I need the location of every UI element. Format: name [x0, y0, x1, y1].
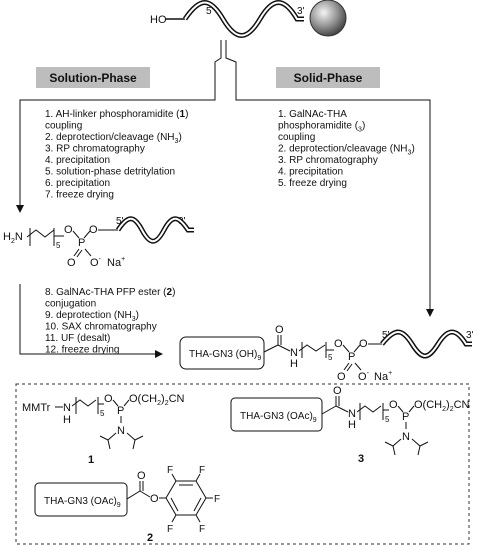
solution-step-5: 4. precipitation — [45, 155, 110, 166]
five-prime-label: 5' — [206, 6, 214, 17]
r2-tha-box — [34, 482, 128, 517]
r1-o-label: O — [104, 393, 113, 405]
pentafluorophenyl-ring — [165, 480, 207, 516]
solid-step-1: 1. GalNAc-THA — [278, 109, 347, 120]
product-na-plus: Na+ — [374, 370, 392, 383]
conjugation-step-5: 11. UF (desalt) — [45, 333, 110, 344]
o2-label: O — [89, 224, 98, 236]
three-prime-label: 3' — [297, 6, 305, 17]
o-label: O — [64, 224, 73, 236]
solid-step-3: coupling — [278, 132, 315, 143]
amino-linker-oligo: H2N 5 O P O O O- Na+ 5' 3' — [3, 216, 194, 269]
conjugation-step-1: 8. GalNAc-THA PFP ester (2) — [45, 287, 175, 298]
tha-gn3-oh-label: THA-GN3 (OH)9 — [189, 349, 261, 362]
solid-step-5: 3. RP chromatography — [278, 155, 378, 166]
solution-step-3: 2. deprotection/cleavage (NH3) — [45, 132, 182, 145]
solution-step-4: 3. RP chromatography — [45, 144, 145, 155]
reagent-2-structure: THA-GN3 (OAc)9 O O F F F F F 2 — [34, 465, 220, 544]
conjugation-step-2: conjugation — [45, 299, 96, 310]
r1-amine-n: N — [117, 425, 125, 437]
product-repeat-5: 5 — [328, 353, 333, 362]
r3-tha-box — [230, 397, 323, 432]
solution-step-8: 7. freeze drying — [45, 190, 114, 201]
o3-label: O — [67, 257, 76, 269]
reagent-2-number: 2 — [147, 532, 153, 544]
reagent-3-structure: THA-GN3 (OAc)9 O N H 5 O P O(CH2)2CN N 3 — [230, 385, 470, 465]
r2-ester-o: O — [150, 493, 159, 505]
product-o3-label: O — [337, 371, 346, 383]
r3-cyanoethyl: O(CH2)2CN — [414, 399, 470, 413]
solution-steps-list: 1. AH-linker phosphoramidite (1) couplin… — [45, 109, 188, 201]
r3-box-label: THA-GN3 (OAc)9 — [240, 411, 317, 424]
r3-n-label: N — [348, 408, 356, 420]
r1-p-label: P — [117, 405, 124, 417]
solution-phase-header — [36, 67, 150, 88]
r3-p-label: P — [402, 411, 409, 423]
mmtr-label: MMTr — [22, 402, 51, 414]
solid-phase-title: Solid-Phase — [294, 71, 363, 85]
fluorine-1: F — [167, 465, 173, 476]
solid-step-6: 4. precipitation — [278, 167, 343, 178]
r2-box-label: THA-GN3 (OAc)9 — [44, 496, 121, 509]
amide-h-label: H — [290, 358, 298, 370]
fluorine-5: F — [167, 524, 173, 535]
conjugation-step-4: 10. SAX chromatography — [45, 322, 157, 333]
r1-cyanoethyl: O(CH2)2CN — [129, 393, 185, 407]
solid-steps-list: 1. GalNAc-THA phosphoramidite (3) coupli… — [278, 109, 415, 189]
solid-step-2: phosphoramidite (3) — [278, 121, 365, 134]
amide-n-label: N — [290, 347, 298, 359]
r3-h-label: H — [348, 419, 356, 431]
fluorine-4: F — [199, 524, 205, 535]
reagent-3-number: 3 — [358, 453, 364, 465]
product-o2-label: O — [359, 338, 368, 350]
repeat-5-label: 5 — [56, 241, 61, 250]
r1-n-label: N — [63, 402, 71, 414]
o-minus-label: O- — [90, 256, 102, 269]
r1-h-label: H — [63, 414, 71, 426]
solid-step-7: 5. freeze drying — [278, 178, 347, 189]
solution-step-2: coupling — [45, 121, 82, 132]
product-o-minus: O- — [358, 370, 370, 383]
fluorine-3: F — [214, 494, 220, 505]
ho-label: HO — [150, 14, 167, 26]
r3-o-label: O — [389, 399, 398, 411]
na-plus-label: Na+ — [107, 256, 125, 269]
intermediate-five-prime: 5' — [116, 216, 124, 227]
carbonyl-o-label: O — [275, 324, 284, 336]
product-five-prime: 5' — [382, 330, 390, 341]
product-p-label: P — [348, 351, 355, 363]
conjugation-step-3: 9. deprotection (NH3) — [45, 310, 139, 323]
product-three-prime: 3' — [466, 330, 474, 341]
tha-gn3-oh-box — [179, 336, 265, 370]
h2n-label: H2N — [3, 231, 23, 245]
p-label: P — [78, 237, 85, 249]
final-product: THA-GN3 (OH)9 O N H 5 O P O O O- Na+ 5' … — [179, 324, 474, 383]
solution-step-1: 1. AH-linker phosphoramidite (1) — [45, 109, 188, 120]
conjugation-steps-list: 8. GalNAc-THA PFP ester (2) conjugation9… — [45, 287, 175, 356]
reagent-1-number: 1 — [88, 454, 94, 466]
conjugation-step-6: 12. freeze drying — [45, 345, 120, 356]
solution-phase-title: Solution-Phase — [49, 71, 137, 85]
solid-phase-header — [276, 67, 380, 88]
starting-oligo: HO 5' 3' — [150, 0, 347, 38]
solid-support-bead — [309, 0, 347, 37]
r2-carbonyl-o: O — [137, 470, 146, 482]
solution-step-6: 5. solution-phase detritylation — [45, 167, 175, 178]
reagents-box — [15, 383, 470, 545]
reagent-1-structure: MMTr N H 5 O P O(CH2)2CN N 1 — [22, 393, 185, 466]
product-o-label: O — [334, 338, 343, 350]
r1-repeat-5: 5 — [100, 409, 105, 418]
fluorine-2: F — [199, 465, 205, 476]
r3-repeat-5: 5 — [385, 415, 390, 424]
solution-step-7: 6. precipitation — [45, 178, 110, 189]
r3-carbonyl-o: O — [333, 385, 342, 397]
r3-amine-n: N — [402, 431, 410, 443]
solid-step-4: 2. deprotection/cleavage (NH3) — [278, 144, 415, 157]
